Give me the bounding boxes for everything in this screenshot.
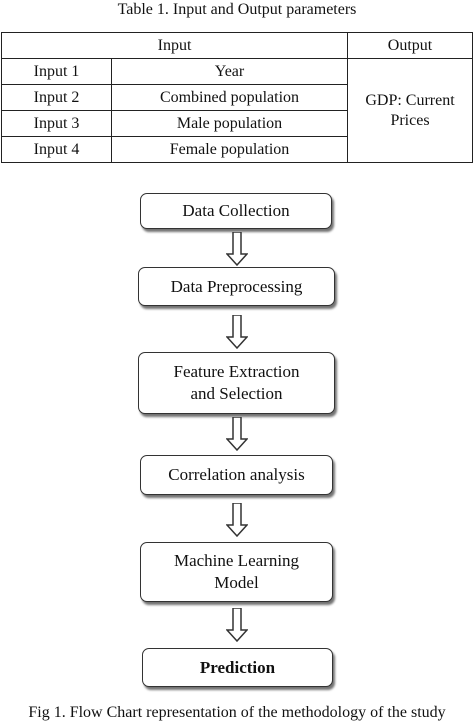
step-label: Data Collection [182,201,290,220]
table-row: Input 1 Year GDP: Current Prices [1,58,473,163]
parameters-table: Input Output Input 1 Year GDP: Current P… [1,32,473,163]
table-row: Input 2 Combined population [1,84,473,111]
table-caption: Table 1. Input and Output parameters [117,1,357,18]
input-parameter: Male population [111,110,348,137]
input-name: Input 1 [1,58,112,85]
header-output: Output [347,32,473,59]
table-header-row: Input Output [1,32,473,59]
header-input: Input [1,32,348,59]
flow-step-data-preprocessing: Data Preprocessing [138,267,335,306]
step-label-line-2: Model [214,573,259,592]
down-arrow-icon [226,315,248,349]
table-row: Input 4 Female population [1,136,473,163]
flow-step-feature-extraction: Feature Extraction and Selection [138,352,335,414]
step-label-line-1: Machine Learning [173,551,300,570]
output-cell: GDP: Current Prices [347,58,473,163]
down-arrow-icon [226,417,248,451]
flow-step-data-collection: Data Collection [140,193,332,229]
output-line-2: Prices [390,111,430,129]
table-row: Input 3 Male population [1,110,473,137]
output-line-1: GDP: Current [365,91,455,109]
step-label: Data Preprocessing [170,276,303,296]
input-name: Input 4 [1,136,112,163]
input-parameter: Combined population [111,84,348,111]
input-name: Input 2 [1,84,112,111]
input-parameter: Female population [111,136,348,163]
input-name: Input 3 [1,110,112,137]
flow-step-machine-learning-model: Machine Learning Model [140,542,333,602]
figure-caption: Fig 1. Flow Chart representation of the … [28,704,446,721]
flow-step-prediction: Prediction [142,648,333,687]
flow-step-correlation-analysis: Correlation analysis [140,455,333,495]
step-label: Prediction [199,657,276,677]
down-arrow-icon [226,232,248,266]
step-label-line-1: Feature Extraction [173,362,300,381]
down-arrow-icon [226,608,248,642]
input-parameter: Year [111,58,348,85]
step-label-line-2: and Selection [190,384,283,403]
step-label: Correlation analysis [168,465,305,484]
down-arrow-icon [226,503,248,537]
